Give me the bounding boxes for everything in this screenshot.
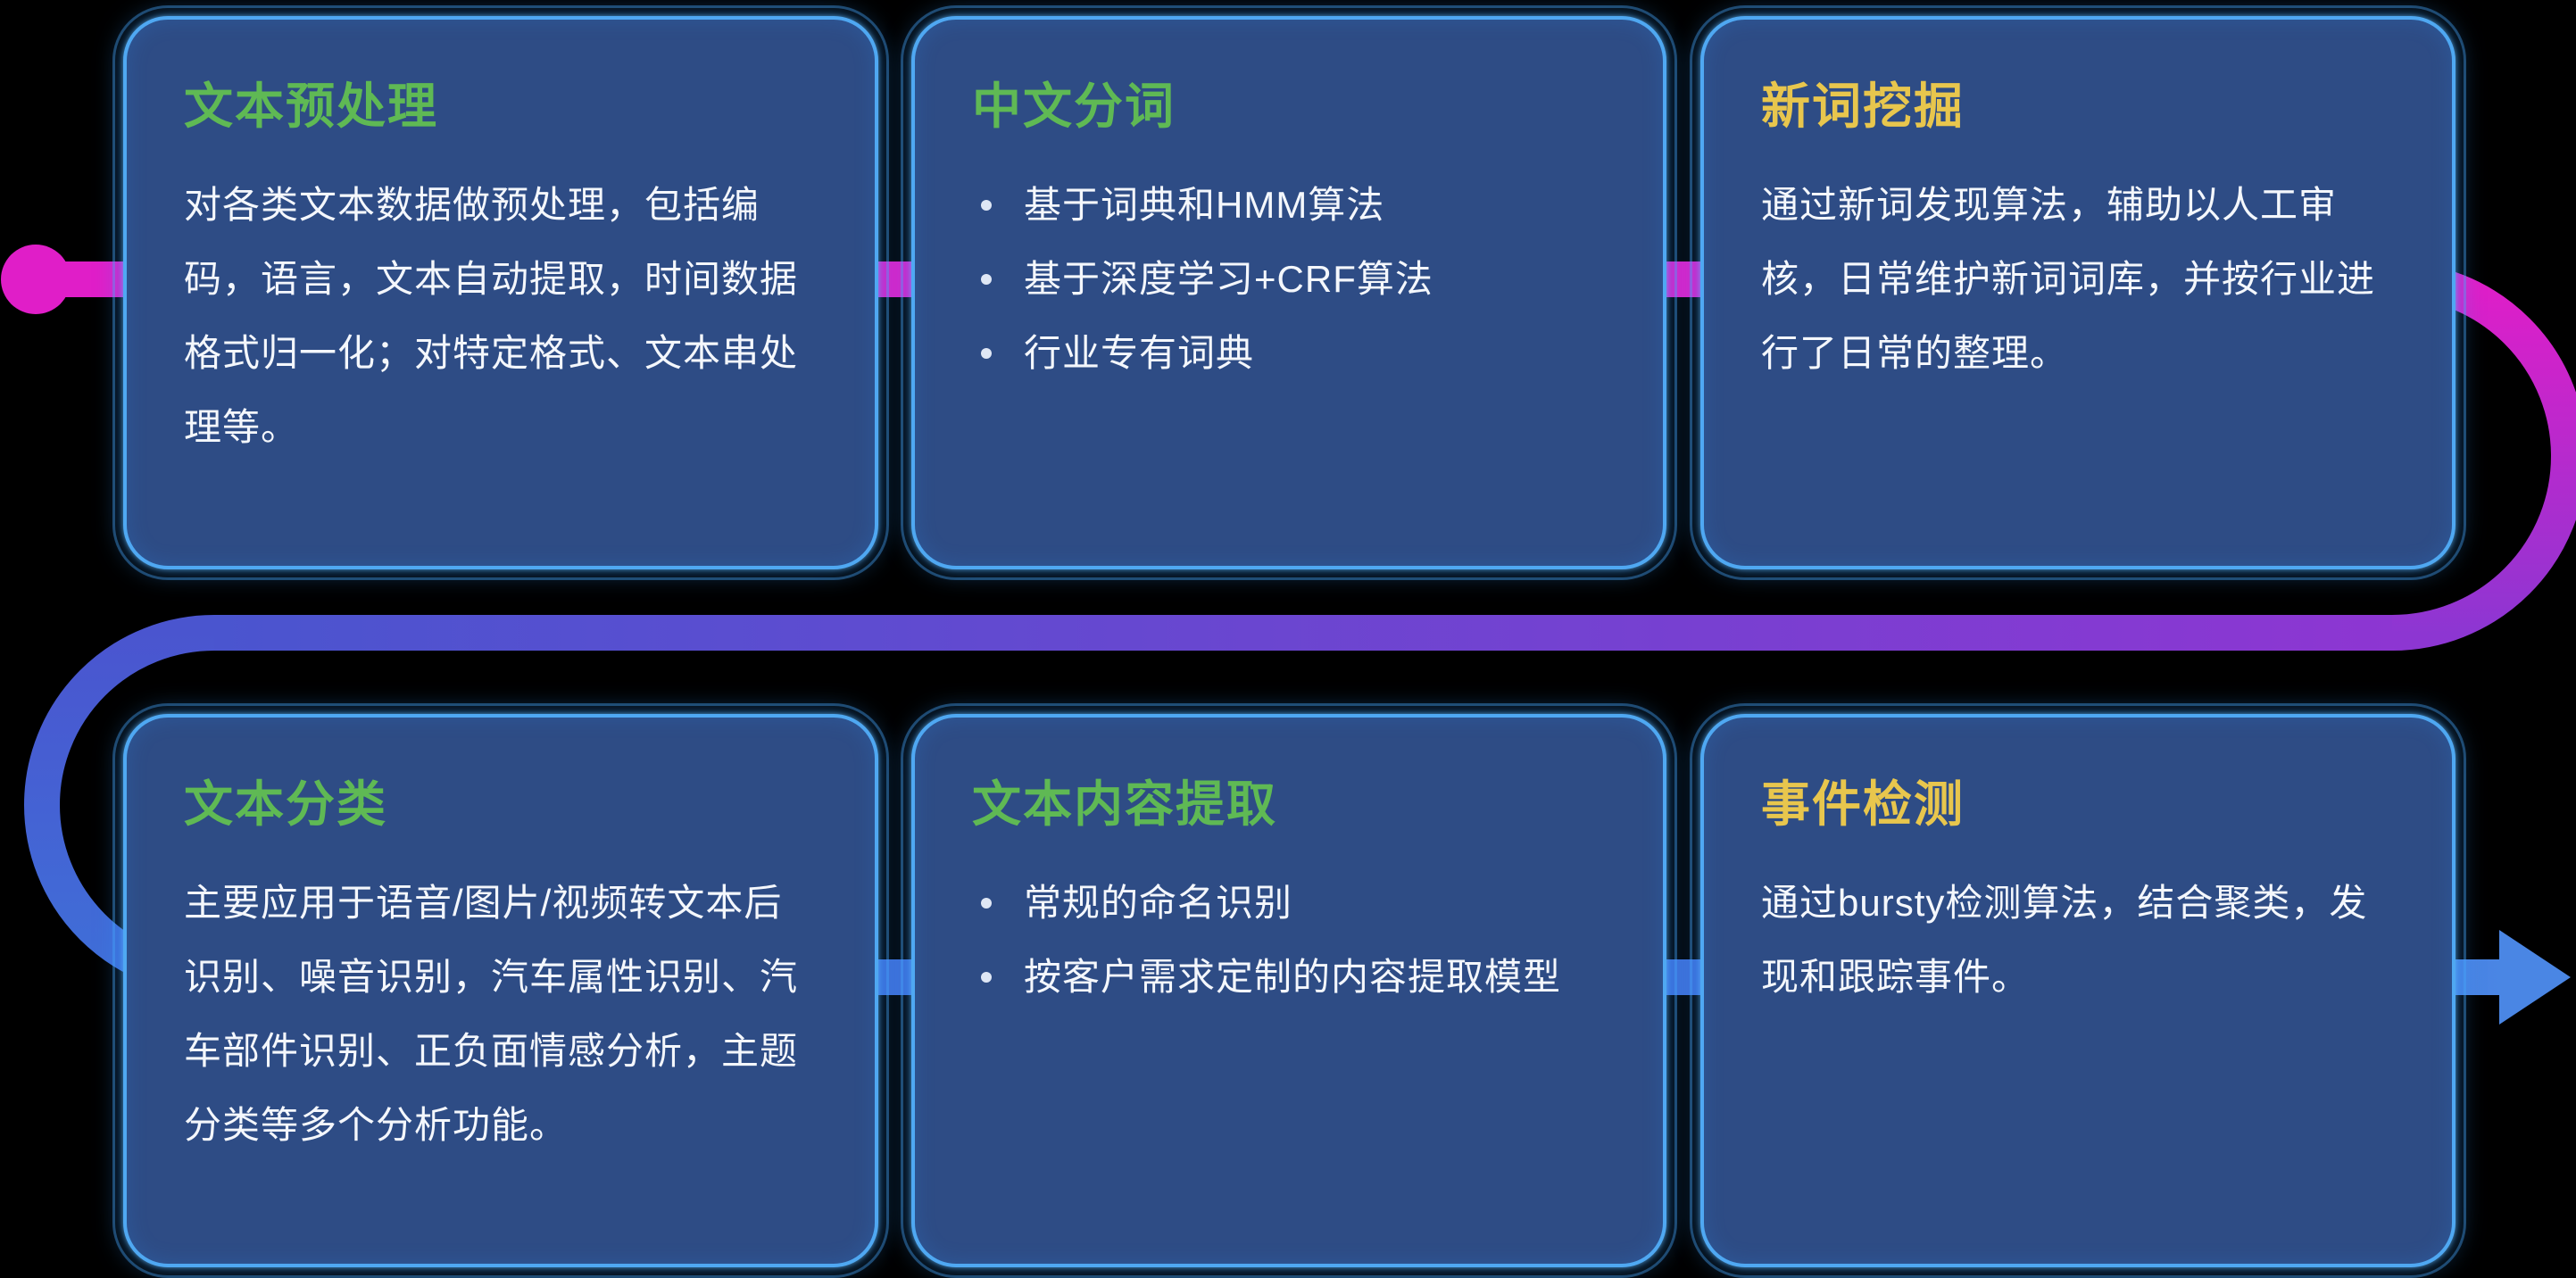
card-new-word-mining: 新词挖掘 通过新词发现算法，辅助以人工审核，日常维护新词词库，并按行业进行了日常… xyxy=(1690,5,2466,580)
flow-curve-right xyxy=(2391,261,2576,651)
list-item-text: 行业专有词典 xyxy=(1024,332,1255,375)
card-body: 对各类文本数据做预处理，包括编码，语言，文本自动提取，时间数据格式归一化；对特定… xyxy=(184,184,799,449)
card-title: 中文分词 xyxy=(972,79,1176,134)
card-bullet-list: 常规的命名识别 按客户需求定制的内容提取模型 xyxy=(972,866,1606,1014)
card-body: 通过新词发现算法，辅助以人工审核，日常维护新词词库，并按行业进行了日常的整理。 xyxy=(1761,184,2376,375)
bullet-icon xyxy=(981,898,992,909)
list-item: 基于词典和HMM算法 xyxy=(972,168,1606,242)
list-item: 基于深度学习+CRF算法 xyxy=(972,242,1606,316)
card-text-preprocessing: 文本预处理 对各类文本数据做预处理，包括编码，语言，文本自动提取，时间数据格式归… xyxy=(112,5,889,580)
bullet-icon xyxy=(981,348,992,360)
list-item: 行业专有词典 xyxy=(972,316,1606,390)
list-item-text: 常规的命名识别 xyxy=(1024,882,1293,924)
list-item: 按客户需求定制的内容提取模型 xyxy=(972,940,1606,1014)
card-chinese-word-segmentation: 中文分词 基于词典和HMM算法 基于深度学习+CRF算法 行业专有词典 xyxy=(901,5,1677,580)
card-title: 文本内容提取 xyxy=(972,776,1278,832)
list-item-text: 基于深度学习+CRF算法 xyxy=(1024,258,1433,301)
card-title: 新词挖掘 xyxy=(1761,79,1965,134)
bullet-icon xyxy=(981,972,992,983)
card-title: 文本预处理 xyxy=(184,79,439,134)
bullet-icon xyxy=(981,274,992,286)
card-title: 文本分类 xyxy=(184,776,388,832)
list-item-text: 基于词典和HMM算法 xyxy=(1024,184,1385,226)
card-text-content-extraction: 文本内容提取 常规的命名识别 按客户需求定制的内容提取模型 xyxy=(901,703,1677,1278)
list-item-text: 按客户需求定制的内容提取模型 xyxy=(1024,956,1562,999)
card-bullet-list: 基于词典和HMM算法 基于深度学习+CRF算法 行业专有词典 xyxy=(972,168,1606,390)
flow-arrow-icon xyxy=(2499,930,2571,1025)
card-text-classification: 文本分类 主要应用于语音/图片/视频转文本后识别、噪音识别，汽车属性识别、汽车部… xyxy=(112,703,889,1278)
bullet-icon xyxy=(981,200,992,211)
flow-start-dot xyxy=(1,245,71,314)
card-body: 通过bursty检测算法，结合聚类，发现和跟踪事件。 xyxy=(1761,882,2368,999)
card-body: 主要应用于语音/图片/视频转文本后识别、噪音识别，汽车属性识别、汽车部件识别、正… xyxy=(184,882,799,1147)
card-title: 事件检测 xyxy=(1761,776,1965,832)
list-item: 常规的命名识别 xyxy=(972,866,1606,940)
card-event-detection: 事件检测 通过bursty检测算法，结合聚类，发现和跟踪事件。 xyxy=(1690,703,2466,1278)
